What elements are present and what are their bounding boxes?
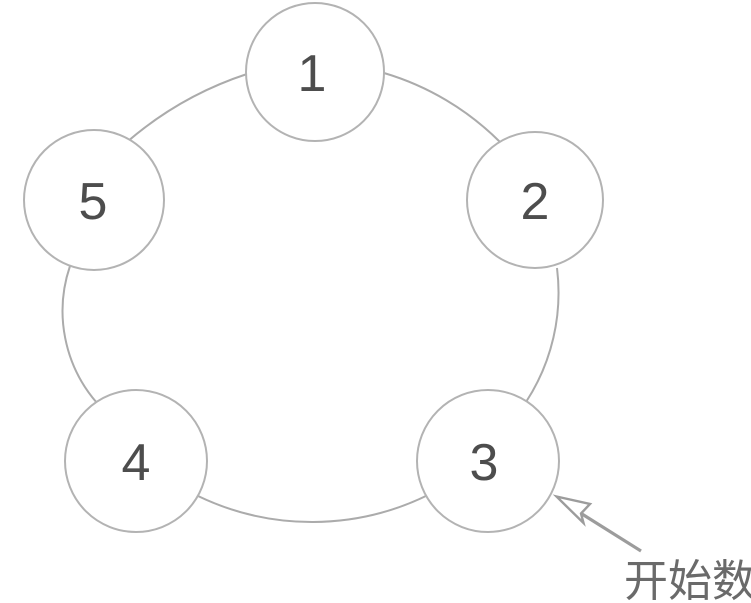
node-circle-4	[64, 389, 208, 533]
node-label-2: 2	[521, 173, 550, 231]
node-label-1: 1	[298, 45, 327, 103]
ring-arc-5-1	[126, 73, 248, 143]
annotation-label: 开始数	[624, 557, 751, 603]
nodes: 1 2 3 4 5	[23, 2, 604, 533]
node-3: 3	[416, 389, 560, 533]
node-circle-3	[416, 389, 560, 533]
ring-arc-2-3	[525, 267, 560, 403]
arrow-shaft	[581, 512, 642, 553]
node-5: 5	[23, 129, 165, 271]
node-circle-2	[466, 131, 604, 269]
ring-arc-4-5	[61, 265, 98, 404]
node-1: 1	[245, 2, 385, 142]
node-4: 4	[64, 389, 208, 533]
node-circle-1	[245, 2, 385, 142]
node-label-5: 5	[79, 173, 108, 231]
arrow-up-left-icon	[552, 494, 593, 527]
ring-arc-1-2	[383, 72, 501, 143]
node-label-4: 4	[122, 434, 151, 492]
ring-arcs	[61, 72, 560, 523]
node-2: 2	[466, 131, 604, 269]
ring-arc-3-4	[197, 494, 429, 523]
node-circle-5	[23, 129, 165, 271]
node-label-3: 3	[470, 434, 499, 492]
start-annotation: 开始数	[552, 494, 751, 603]
